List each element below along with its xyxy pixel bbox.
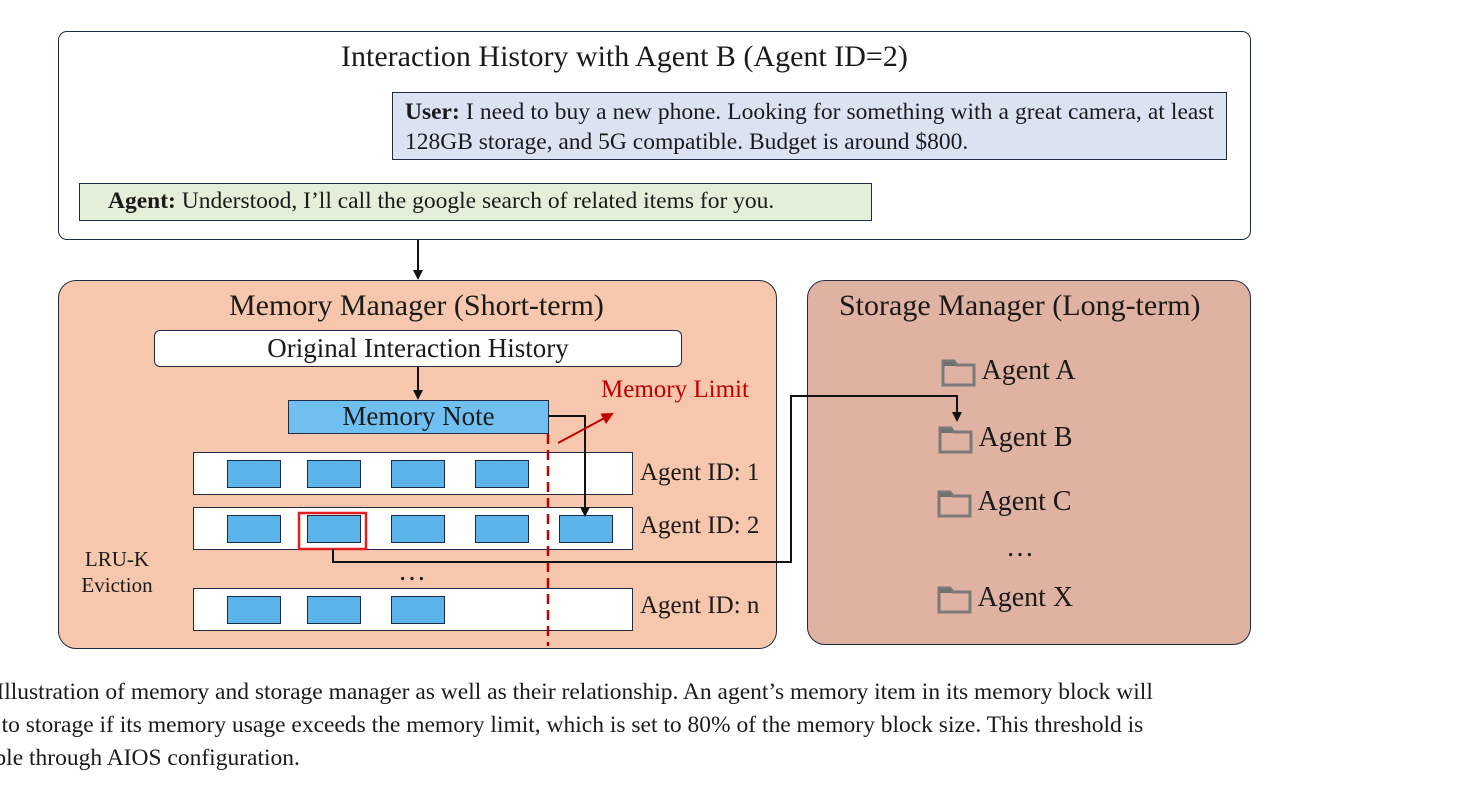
lru-k-eviction-label: LRU-K Eviction bbox=[74, 546, 160, 598]
row-label-agent-1: Agent ID: 1 bbox=[640, 459, 760, 486]
memory-item bbox=[307, 460, 361, 488]
agent-label: Agent: bbox=[108, 188, 176, 214]
caption-line: d to storage if its memory usage exceeds… bbox=[0, 712, 1144, 738]
eviction-to-storage-arrow bbox=[332, 395, 962, 563]
memory-block-row-1 bbox=[193, 452, 633, 495]
memory-item-evicted bbox=[307, 515, 361, 543]
lru-k-label: LRU-K bbox=[84, 547, 150, 571]
evicted-item-highlight bbox=[297, 511, 368, 551]
storage-agent-a: Agent A bbox=[941, 355, 1076, 387]
agent-message-box: Agent: Understood, I’ll call the google … bbox=[79, 183, 872, 221]
memory-item bbox=[307, 596, 361, 624]
memory-block-row-n bbox=[193, 588, 633, 631]
storage-manager-title: Storage Manager (Long-term) bbox=[839, 289, 1201, 322]
row-label-agent-2: Agent ID: 2 bbox=[640, 512, 760, 539]
storage-manager-panel bbox=[807, 280, 1251, 645]
memory-note-box: Memory Note bbox=[288, 400, 549, 434]
storage-agent-label: Agent X bbox=[977, 582, 1074, 613]
storage-agent-label: Agent A bbox=[981, 355, 1076, 386]
caption-line: : Illustration of memory and storage man… bbox=[0, 679, 1153, 705]
memory-item bbox=[391, 596, 445, 624]
user-label: User: bbox=[405, 99, 460, 125]
memory-limit-pointer bbox=[557, 413, 614, 444]
memory-item bbox=[391, 460, 445, 488]
memory-item bbox=[227, 460, 281, 488]
storage-agent-c: Agent C bbox=[937, 486, 1072, 518]
original-history-box: Original Interaction History bbox=[154, 330, 682, 367]
memory-item bbox=[227, 515, 281, 543]
memory-item bbox=[475, 460, 529, 488]
agent-message-text: Understood, I’ll call the google search … bbox=[181, 188, 775, 214]
storage-agent-label: Agent B bbox=[978, 422, 1073, 453]
memory-item bbox=[227, 596, 281, 624]
memory-item bbox=[475, 515, 529, 543]
memory-item-new bbox=[559, 515, 613, 543]
folder-icon bbox=[941, 358, 976, 387]
caption-line: able through AIOS configuration. bbox=[0, 745, 300, 771]
figure-caption: : Illustration of memory and storage man… bbox=[0, 676, 1465, 775]
user-message-text: I need to buy a new phone. Looking for s… bbox=[405, 99, 1214, 155]
memory-item bbox=[391, 515, 445, 543]
row-label-agent-n: Agent ID: n bbox=[640, 592, 760, 619]
storage-ellipsis: … bbox=[1006, 532, 1034, 563]
memory-limit-label: Memory Limit bbox=[601, 376, 749, 403]
eviction-label: Eviction bbox=[81, 573, 153, 597]
interaction-history-title: Interaction History with Agent B (Agent … bbox=[341, 40, 908, 73]
memory-block-row-2 bbox=[193, 507, 633, 550]
memory-manager-title: Memory Manager (Short-term) bbox=[229, 289, 604, 322]
folder-icon bbox=[937, 489, 972, 518]
storage-agent-x: Agent X bbox=[937, 582, 1073, 614]
note-to-block-arrow bbox=[549, 415, 590, 517]
folder-icon bbox=[938, 425, 973, 454]
storage-agent-label: Agent C bbox=[977, 486, 1072, 517]
user-message-box: User: I need to buy a new phone. Looking… bbox=[392, 92, 1227, 160]
storage-agent-b: Agent B bbox=[938, 422, 1073, 454]
folder-icon bbox=[937, 585, 972, 614]
